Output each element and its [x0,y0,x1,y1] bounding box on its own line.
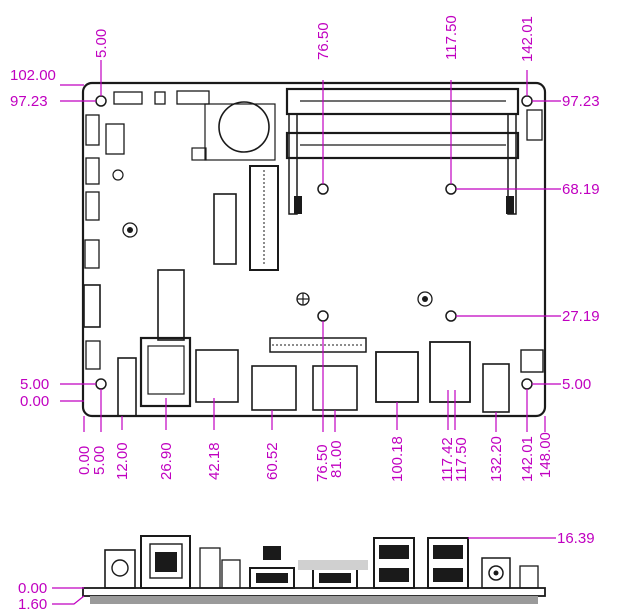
audio-side [481,557,511,589]
dim-label: 5.00 [562,376,591,393]
dim-label: 142.01 [519,436,536,482]
dc-jack [117,357,137,417]
pin-header [85,191,100,221]
side-dimension-lines [52,537,556,605]
audio-jack [482,363,510,413]
usb-port [375,351,419,403]
fan-connector [526,109,543,141]
fan-connector [84,239,100,269]
standoff [122,222,138,238]
dim-label: 102.00 [10,67,56,84]
mounting-hole [521,378,533,390]
gpio-header [269,337,367,353]
dim-label: 81.00 [328,440,345,478]
pin-header [85,340,101,370]
m2-slot [213,193,237,265]
m2-slot [249,165,279,271]
dim-label: 27.19 [562,308,600,325]
dc-jack-side [104,549,136,589]
dim-label: 76.50 [315,22,332,60]
usbc-stack [157,269,185,341]
mounting-hole [95,95,107,107]
dim-label: 12.00 [114,442,131,480]
dim-label: 117.50 [453,437,470,482]
dim-label: 148.00 [537,432,554,478]
dim-label: 97.23 [562,93,600,110]
standoff [127,227,133,233]
dim-label: 1.60 [18,596,47,613]
pin-header [113,91,143,105]
dim-label: 26.90 [158,442,175,480]
pin-header [85,157,100,185]
mounting-hole [317,183,329,195]
mounting-hole [317,310,329,322]
dim-label: 0.00 [18,580,47,597]
hdmi-port [251,365,297,411]
dim-label: 117.50 [443,15,460,60]
usb-side [427,537,469,589]
dim-label: 5.00 [91,446,108,475]
dim-label: 100.18 [389,436,406,482]
pin-header [176,90,210,105]
sata-connector [83,284,101,328]
sim-slot [195,349,239,403]
board-top-view [81,81,547,418]
dim-label: 16.39 [557,530,595,547]
usb-port [429,341,471,403]
sodimm-slots [285,87,520,215]
dim-label: 0.00 [20,393,49,410]
power-connector [520,349,544,373]
mounting-hole [95,378,107,390]
standoff [112,169,124,181]
dim-label: 60.52 [264,442,281,480]
usb-side [373,537,415,589]
dim-label: 97.23 [10,93,48,110]
pin-header [85,114,100,146]
dim-label: 76.50 [314,444,331,482]
hdmi-port [312,365,358,411]
hdmi-side [249,567,295,589]
dim-label: 68.19 [562,181,600,198]
dimension-lines [60,60,561,432]
dim-label: 42.18 [206,442,223,480]
pin-header [191,147,207,161]
pcb-edge [82,587,546,597]
dim-label: 132.20 [488,436,505,482]
dim-label: 142.01 [519,16,536,62]
dim-label: 0.00 [76,446,93,475]
dim-label: 5.00 [93,29,110,58]
fan-connector [105,123,125,155]
ethernet-side [140,535,191,589]
mounting-hole [445,183,457,195]
board-outline [81,81,547,418]
battery-holder [204,103,276,161]
dim-label: 5.00 [20,376,49,393]
board-side-view [82,535,546,604]
dim-label: 117.42 [439,437,456,482]
pin-header [154,91,166,105]
coin-battery [218,101,270,153]
standoff [417,291,433,307]
mounting-hole [445,310,457,322]
mounting-hole [521,95,533,107]
